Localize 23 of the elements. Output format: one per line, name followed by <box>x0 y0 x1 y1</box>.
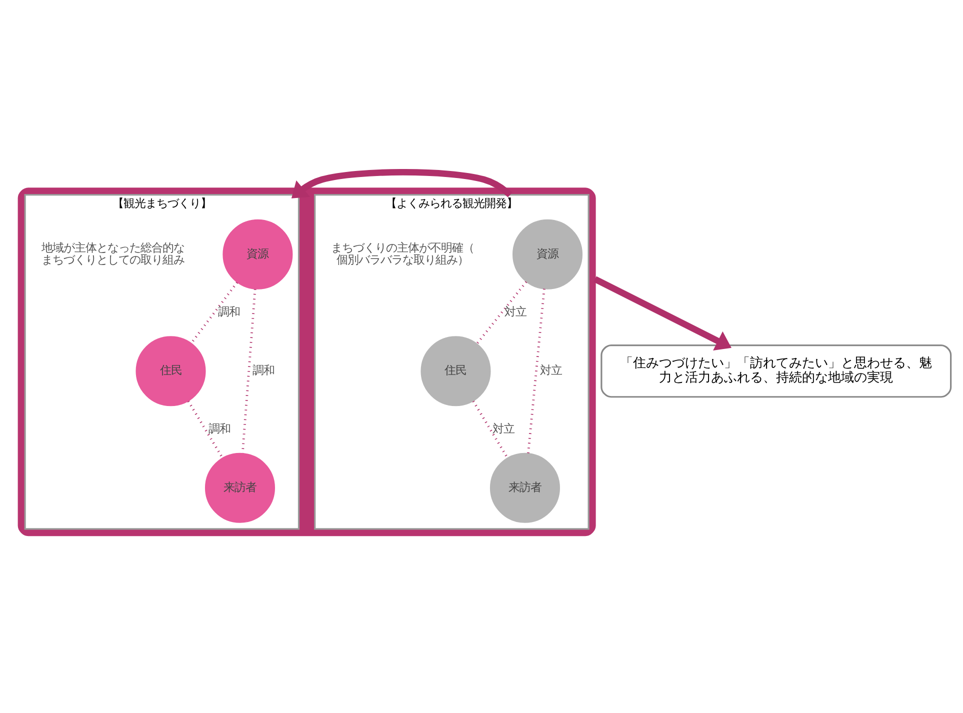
connector <box>190 281 238 344</box>
label: 地域が主体となった総合的なまちづくりとしての取り組み <box>41 240 184 266</box>
edge-label: 対立 <box>504 305 527 318</box>
node-circle: 来訪者 <box>204 452 276 522</box>
arrow <box>594 276 732 350</box>
edge-label: 調和 <box>208 422 230 435</box>
connector <box>472 400 508 458</box>
node-circle: 資源 <box>222 218 293 289</box>
connector <box>187 400 224 458</box>
node-circle: 来訪者 <box>490 452 560 522</box>
edge-label: 調和 <box>252 364 275 377</box>
arrow <box>291 168 512 198</box>
node-box: 「住みつづけたい」「訪れてみたい」と思わせる、魅力と活力あふれる、持続的な地域の実現 <box>600 344 952 398</box>
node-circle: 資源 <box>512 218 583 289</box>
edge-label: 対立 <box>492 422 515 435</box>
connector <box>476 280 528 344</box>
node-circle: 住民 <box>420 336 491 406</box>
edge-label: 対立 <box>540 364 562 377</box>
label: まちづくりの主体が不明確（個別バラバラな取り組み） <box>331 240 474 266</box>
node-circle: 住民 <box>136 336 206 406</box>
cluster <box>18 187 596 536</box>
edge-label: 調和 <box>218 305 240 318</box>
connector <box>527 288 546 453</box>
